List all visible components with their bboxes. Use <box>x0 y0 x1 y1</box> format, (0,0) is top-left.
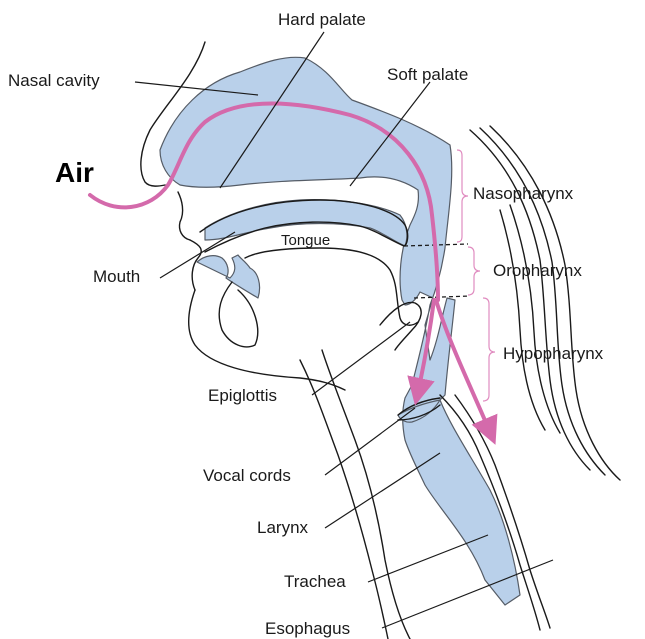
oropharynx-label: Oropharynx <box>493 261 582 280</box>
vocal-cords-label: Vocal cords <box>203 466 291 485</box>
chin-outline <box>189 290 345 390</box>
vocal-cords-leader <box>325 408 415 475</box>
hypopharynx-label: Hypopharynx <box>503 344 604 363</box>
epiglottis-leader <box>312 322 410 395</box>
oro-hypo-boundary <box>414 296 470 298</box>
neck-inner-outline <box>300 360 388 639</box>
airway-regions <box>160 57 520 605</box>
neck-front-outline <box>322 350 410 639</box>
air-label: Air <box>55 157 94 188</box>
hard-palate-label: Hard palate <box>278 10 366 29</box>
esophagus-leader <box>382 560 553 628</box>
spine-curve-4 <box>500 210 545 430</box>
upper-lip-outline <box>178 192 190 240</box>
spine-curve-3 <box>490 126 620 480</box>
trachea-leader <box>368 535 488 582</box>
larynx-label: Larynx <box>257 518 309 537</box>
epiglottis-outline <box>380 302 421 350</box>
epiglottis-label: Epiglottis <box>208 386 277 405</box>
nasopharynx-label: Nasopharynx <box>473 184 574 203</box>
oropharynx-brace <box>468 247 480 295</box>
spine-curve-2 <box>480 128 605 475</box>
mouth-label: Mouth <box>93 267 140 286</box>
upper-airway-region <box>160 57 520 605</box>
nasal-cavity-label: Nasal cavity <box>8 71 100 90</box>
nasopharynx-brace <box>457 150 468 242</box>
mouth-floor-region <box>197 255 260 298</box>
tongue-label: Tongue <box>281 232 330 249</box>
tongue-base-outline <box>245 248 418 325</box>
hypopharynx-brace <box>483 298 495 401</box>
trachea-label: Trachea <box>284 572 346 591</box>
soft-palate-label: Soft palate <box>387 65 468 84</box>
larynx-leader <box>325 453 440 528</box>
spine-curves <box>470 126 620 480</box>
mouth-outline <box>190 240 201 290</box>
esophagus-label: Esophagus <box>265 619 350 638</box>
